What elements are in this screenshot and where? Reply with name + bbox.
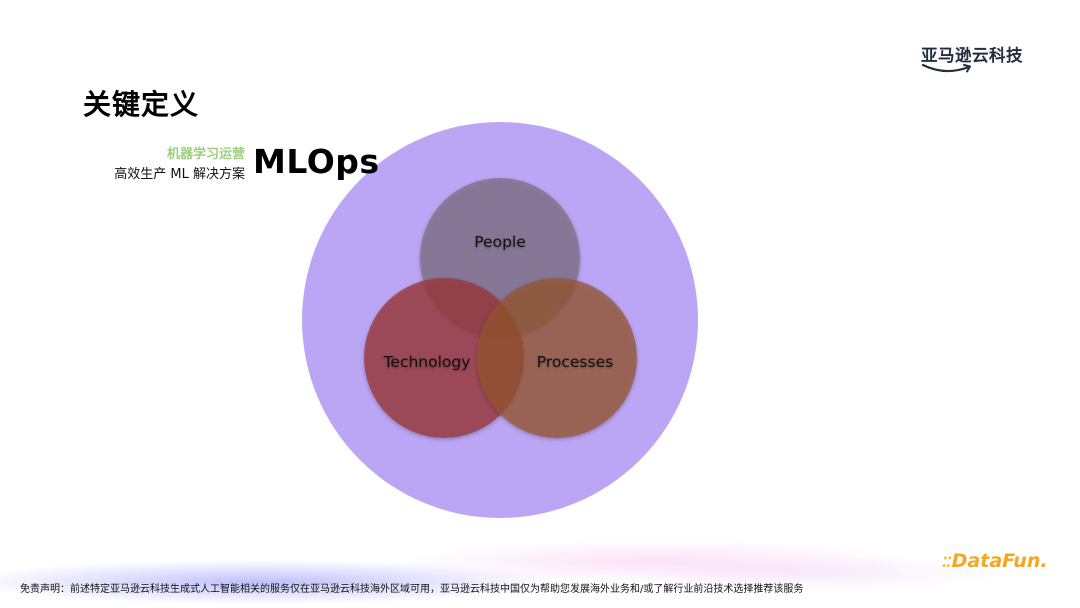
aws-logo-text: 亚马逊云科技 (921, 46, 1023, 65)
aws-logo: 亚马逊云科技 (921, 42, 1023, 73)
datafun-logo-text: DataFun. (951, 550, 1048, 572)
subtitle-description: 高效生产 ML 解决方案 (114, 167, 245, 182)
datafun-logo: ⁚⁚DataFun. (942, 550, 1048, 572)
disclaimer-text: 免责声明：前述特定亚马逊云科技生成式人工智能相关的服务仅在亚马逊云科技海外区域可… (20, 584, 804, 595)
subtitle-chinese-mlops: 机器学习运营 (166, 147, 245, 162)
circle-processes (477, 278, 637, 438)
page-title: 关键定义 (83, 88, 200, 121)
label-technology: Technology (383, 353, 471, 371)
footer-glow (0, 540, 1080, 608)
label-people: People (474, 233, 526, 251)
circle-technology (364, 278, 524, 438)
label-processes: Processes (536, 353, 614, 371)
mlops-heading: MLOps (253, 142, 380, 181)
smile-arrow-icon (921, 63, 971, 73)
dots-icon: ⁚⁚ (942, 555, 952, 571)
